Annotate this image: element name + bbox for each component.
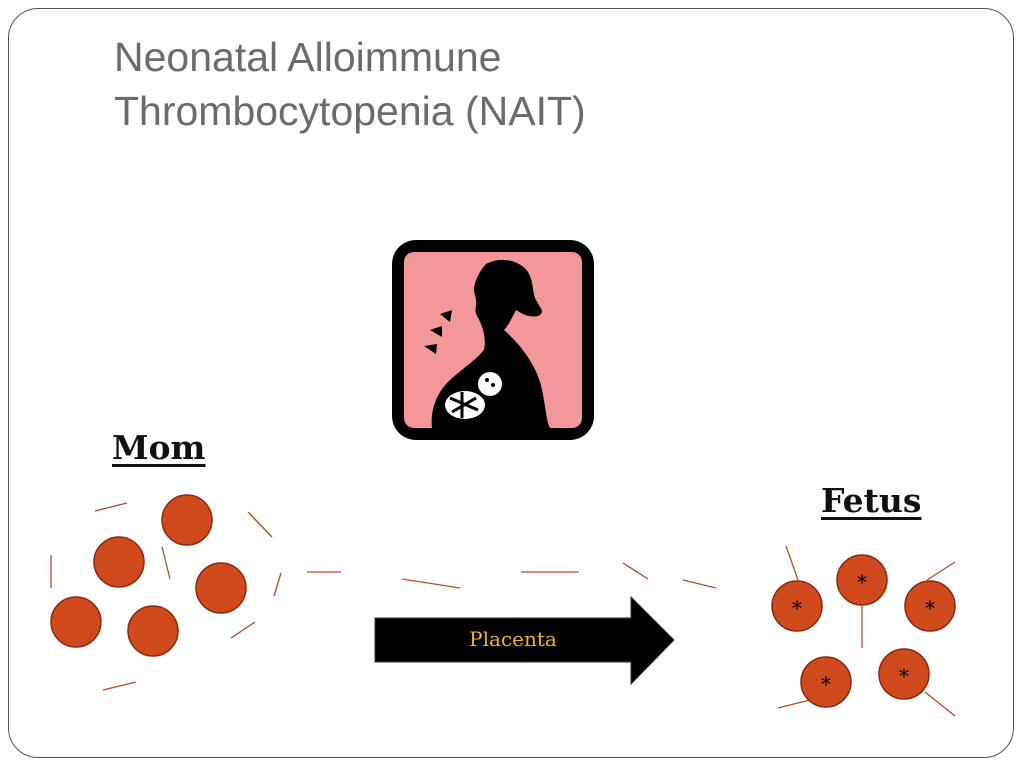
fetus-platelet-cell <box>771 580 823 632</box>
antigen-mark: * <box>792 596 802 620</box>
mom-platelet-cell <box>127 605 179 657</box>
antigen-mark: * <box>857 570 867 594</box>
fetus-platelet-cell <box>800 656 852 708</box>
baby-icon <box>445 372 502 419</box>
mom-platelet-cell <box>195 562 247 614</box>
fetus-platelet-cell <box>878 648 930 700</box>
kick-marks-icon <box>424 310 452 354</box>
mom-platelet-cell <box>93 536 145 588</box>
mom-platelets <box>50 494 282 691</box>
antigen-mark: * <box>925 596 935 620</box>
fetus-platelet-cell <box>836 554 888 606</box>
fetus-platelets: * * * * * <box>771 545 956 717</box>
antibody-line <box>785 545 799 581</box>
antibody-line <box>926 561 956 581</box>
antibody-line <box>273 572 282 597</box>
antibody-line <box>401 578 461 589</box>
title-line-2: Thrombocytopenia (NAIT) <box>114 88 586 134</box>
antigen-mark: * <box>821 672 831 696</box>
antibody-line <box>102 681 137 691</box>
title-line-1: Neonatal Alloimmune <box>114 34 502 80</box>
antibody-line <box>924 691 956 717</box>
antibody-line <box>622 562 649 580</box>
antibody-line <box>161 546 171 580</box>
mom-platelet-cell <box>161 494 213 546</box>
antibody-line <box>777 699 811 709</box>
transferring-antibodies <box>307 562 717 589</box>
antibody-line <box>247 511 273 538</box>
mom-label: Mom <box>112 428 206 467</box>
antibody-line <box>682 579 717 589</box>
antibody-line <box>94 502 128 512</box>
arrow-shape <box>374 595 675 686</box>
woman-silhouette <box>431 259 550 428</box>
antibody-line <box>230 621 256 639</box>
placenta-label: Placenta <box>469 627 557 651</box>
pregnant-woman-icon <box>392 240 594 440</box>
antigen-mark: * <box>899 664 909 688</box>
mom-platelet-cell <box>50 596 102 648</box>
fetus-platelet-cell <box>904 580 956 632</box>
fetus-label: Fetus <box>821 481 922 520</box>
slide-title: Neonatal Alloimmune Thrombocytopenia (NA… <box>114 30 586 138</box>
placenta-arrow: Placenta <box>374 595 675 686</box>
